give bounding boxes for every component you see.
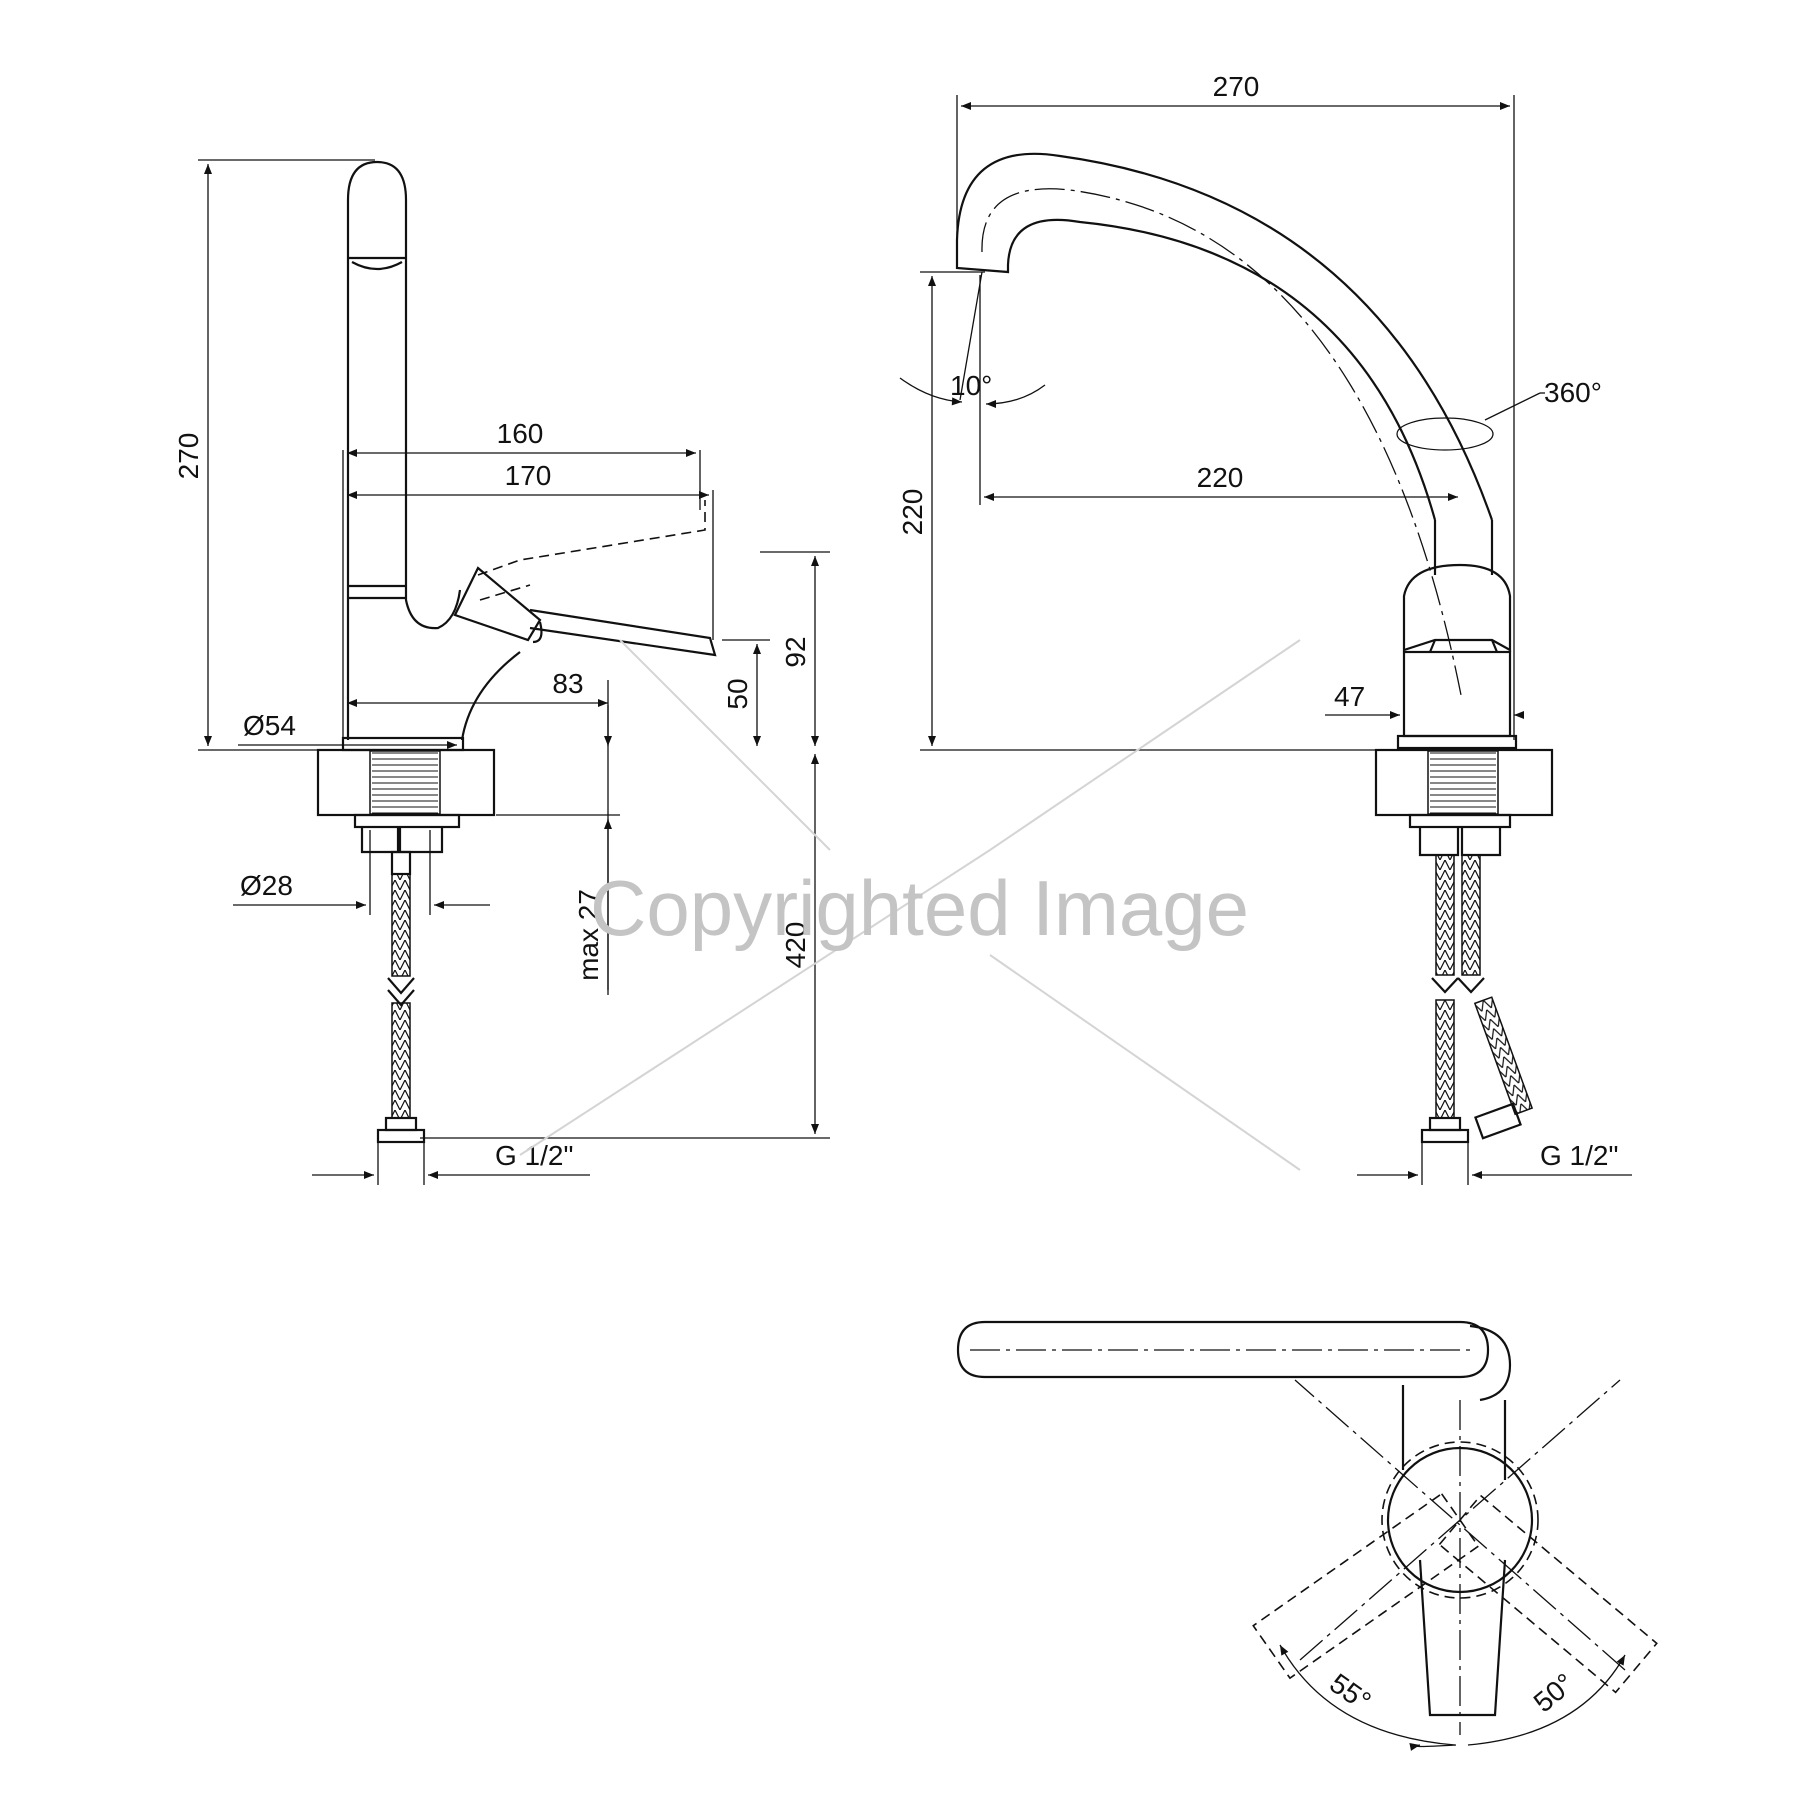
dim-label: 160 [497, 418, 544, 449]
dim-label: 270 [173, 433, 204, 480]
side-countertop [316, 748, 496, 817]
dim-label: 220 [1197, 462, 1244, 493]
top-spout [956, 1320, 1512, 1402]
dim-lever-height: 92 [760, 551, 830, 746]
side-view: 270 160 170 92 50 [173, 159, 830, 1185]
dim-label: 360° [1544, 377, 1602, 408]
dim-label: 10° [950, 370, 992, 401]
front-countertop [1374, 748, 1554, 817]
side-nut [353, 813, 461, 876]
dim-front-reach-total: 270 [956, 71, 1515, 740]
front-column [1396, 520, 1518, 750]
dim-label: 83 [552, 668, 583, 699]
dim-label: 270 [1213, 71, 1260, 102]
dim-lever-length: 160 [342, 418, 701, 740]
dim-lever-reach: 170 [347, 460, 714, 640]
dim-rotation: 360° [1540, 377, 1602, 408]
dim-label: 50° [1528, 1667, 1580, 1718]
spout [346, 160, 408, 575]
dim-label: 220 [897, 489, 928, 536]
dim-lever-offset: 50 [722, 639, 770, 746]
side-lever [453, 500, 717, 657]
watermark: Copyrighted Image [519, 639, 1301, 1171]
side-body [341, 575, 521, 752]
dim-front-thread: G 1/2" [1357, 1140, 1632, 1185]
dim-body-diameter: 47 [1325, 681, 1524, 719]
dim-hose-length: 420 [420, 754, 830, 1139]
dim-label: 92 [780, 636, 811, 667]
dim-label: 55° [1324, 1667, 1376, 1717]
top-angles: 55° 50° [1279, 1644, 1626, 1751]
dim-label: 170 [505, 460, 552, 491]
dim-label: G 1/2" [1540, 1140, 1618, 1171]
dim-spout-tilt: 10° [899, 271, 1046, 408]
dim-front-height: 220 [897, 271, 1400, 751]
side-hose [376, 873, 426, 1144]
dim-body-width: 83 [347, 668, 609, 990]
dim-label: 50 [722, 678, 753, 709]
watermark-text: Copyrighted Image [590, 864, 1249, 952]
dim-label: 420 [780, 922, 811, 969]
front-hoses [1420, 854, 1534, 1144]
dim-base-diameter: Ø54 [238, 710, 457, 749]
dim-label: max 27 [573, 889, 604, 981]
front-view: 270 220 220 10° 360° [897, 71, 1632, 1185]
top-view: 55° 50° [956, 1320, 1658, 1751]
dim-side-height: 270 [173, 159, 375, 751]
dim-shank-diameter: Ø28 [233, 830, 490, 915]
dim-side-thread: G 1/2" [312, 1140, 590, 1185]
front-spout [955, 152, 1541, 701]
dim-max-thickness: max 27 [496, 705, 620, 995]
dim-front-reach: 220 [979, 275, 1458, 505]
front-nut [1408, 813, 1512, 857]
dim-label: Ø54 [243, 710, 296, 741]
top-handle [1252, 1379, 1658, 1735]
dim-label: Ø28 [240, 870, 293, 901]
dim-label: 47 [1334, 681, 1365, 712]
